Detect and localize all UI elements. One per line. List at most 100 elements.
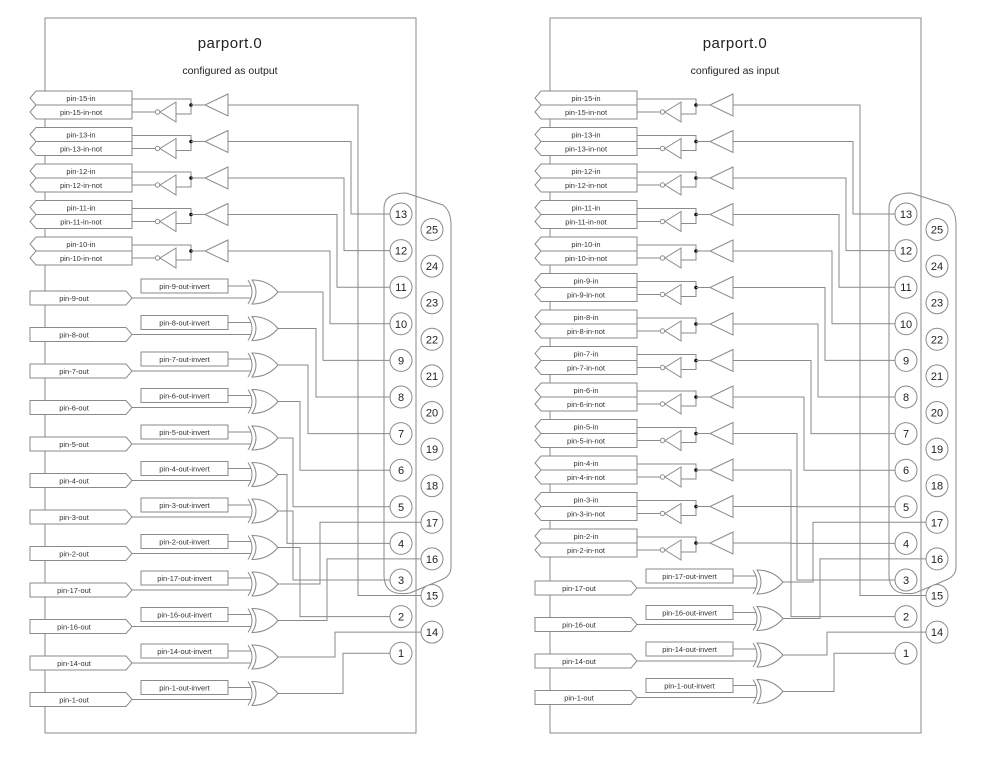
pin-number: 13 <box>395 209 407 221</box>
output-label-box <box>29 327 133 342</box>
connector-pin-3 <box>894 568 918 592</box>
pin-number: 8 <box>903 392 909 404</box>
connector-pin-8 <box>389 385 413 409</box>
wire <box>637 463 697 470</box>
output-pin-label: pin-1-out <box>59 696 90 705</box>
pin-number: 6 <box>903 465 909 477</box>
pin-number: 17 <box>931 517 943 529</box>
input-pin-label: pin-12-in <box>66 167 95 176</box>
wire-to-pin-7 <box>733 360 895 435</box>
inverter-gate-icon <box>664 539 682 561</box>
pin-number: 8 <box>398 392 404 404</box>
pin-number: 22 <box>426 334 438 346</box>
connector-pin-25 <box>925 218 949 241</box>
output-label-box <box>29 546 133 561</box>
input-pin-label: pin-13-in <box>571 130 600 139</box>
input-not-label-box <box>534 250 638 266</box>
wire <box>681 433 697 443</box>
wire-to-pin-17 <box>783 521 926 583</box>
connector-pin-5 <box>389 495 413 519</box>
output-invert-label: pin-9-out-invert <box>159 282 210 291</box>
connector-pin-21 <box>925 364 949 388</box>
input-not-pin-label: pin-5-in-not <box>567 436 606 445</box>
output-invert-label: pin-8-out-invert <box>159 319 210 328</box>
panel-subtitle: configured as output <box>182 65 277 77</box>
xor-gate-icon <box>251 388 279 415</box>
xor-gate-icon <box>251 461 279 488</box>
input-pin-label: pin-9-in <box>573 276 598 285</box>
inverter-gate-icon <box>664 137 682 160</box>
xor-gate-icon <box>251 315 279 342</box>
xor-gate-back-icon <box>247 425 253 451</box>
connector-pin-14 <box>925 620 949 644</box>
wire-to-pin-14 <box>278 631 421 658</box>
inverter-gate-icon <box>159 174 177 196</box>
pin-number: 10 <box>395 319 407 331</box>
inverter-gate-icon <box>664 247 682 269</box>
connector-pin-24 <box>420 254 444 278</box>
input-not-label-box <box>534 141 638 156</box>
wire-to-pin-10 <box>228 250 390 325</box>
connector-pin-7 <box>389 422 413 446</box>
wire <box>132 244 192 251</box>
buffer-gate-icon <box>708 129 734 154</box>
inverter-gate-icon <box>664 101 682 123</box>
connector-pin-23 <box>420 291 444 315</box>
wire <box>132 98 192 105</box>
wire <box>681 214 697 224</box>
wire <box>681 397 697 407</box>
connector-pin-1 <box>389 641 413 665</box>
input-not-label-box <box>534 287 638 302</box>
input-not-pin-label: pin-7-in-not <box>567 363 606 372</box>
input-pin-label: pin-12-in <box>571 167 600 176</box>
connector-pin-24 <box>925 254 949 278</box>
xor-gate-icon <box>251 425 279 451</box>
buffer-gate-icon <box>708 458 734 482</box>
wire-to-pin-13 <box>733 141 895 215</box>
wire <box>681 141 697 151</box>
connector-shell <box>383 192 452 595</box>
wire-to-pin-11 <box>733 214 895 288</box>
input-not-pin-label: pin-2-in-not <box>567 546 606 555</box>
pin-number: 21 <box>426 371 438 383</box>
pin-number: 23 <box>931 298 943 310</box>
wire <box>681 360 697 370</box>
input-not-pin-label: pin-15-in-not <box>565 108 608 117</box>
input-not-label-box <box>29 104 133 120</box>
output-invert-label: pin-14-out-invert <box>157 647 213 656</box>
input-pin-label: pin-13-in <box>66 130 95 139</box>
wire <box>637 98 697 105</box>
input-not-label-box <box>534 177 638 193</box>
output-pin-label: pin-3-out <box>59 513 90 522</box>
pin-number: 21 <box>931 371 943 383</box>
inverter-gate-icon <box>664 356 682 379</box>
input-not-label-box <box>534 433 638 448</box>
wire-to-pin-2 <box>278 547 390 618</box>
output-label-box <box>29 509 133 525</box>
output-label-box <box>29 400 133 415</box>
xor-gate-back-icon <box>247 608 253 633</box>
buffer-gate-icon <box>708 385 734 409</box>
wire <box>637 536 697 543</box>
output-invert-label: pin-1-out-invert <box>159 684 210 693</box>
db25-connector: 1312111098765432125242322212019181716151… <box>383 192 452 665</box>
pin-number: 14 <box>426 627 438 639</box>
input-pin-label: pin-3-in <box>573 495 598 504</box>
output-invert-label: pin-2-out-invert <box>159 538 210 547</box>
pin-number: 20 <box>931 408 943 420</box>
output-pin-label: pin-4-out <box>59 477 90 486</box>
inverter-gate-icon <box>159 247 177 269</box>
input-not-pin-label: pin-15-in-not <box>60 108 103 117</box>
output-label-box <box>29 655 133 671</box>
pin-number: 24 <box>931 261 943 273</box>
wire-to-pin-6 <box>278 401 390 471</box>
inverter-gate-icon <box>664 283 682 306</box>
connector-shell <box>888 192 957 595</box>
input-pin-label: pin-8-in <box>573 313 598 322</box>
pin-number: 18 <box>426 481 438 493</box>
